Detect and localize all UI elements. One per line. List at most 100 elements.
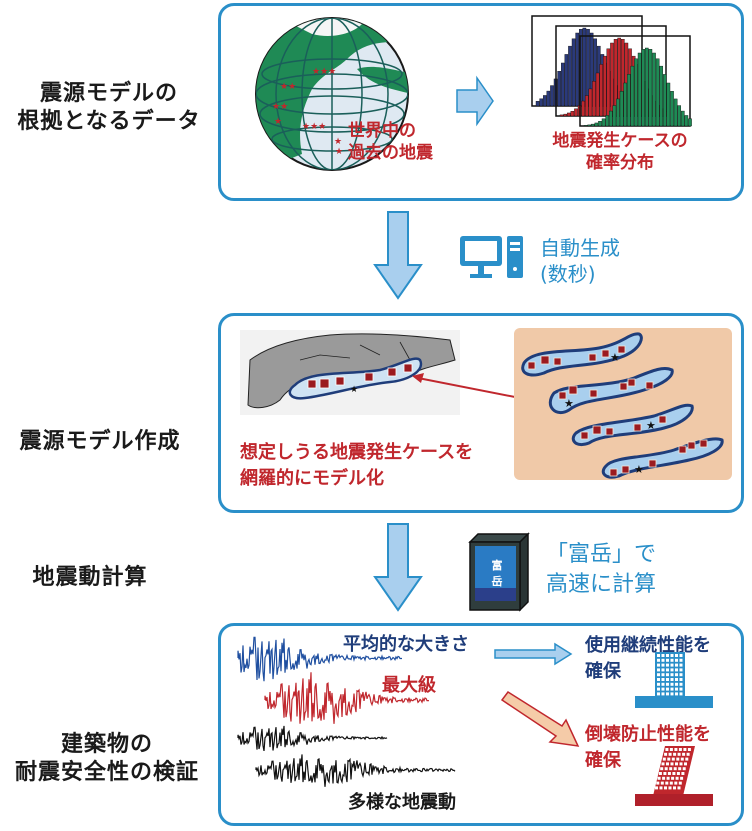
caption-line: 世界中の xyxy=(348,121,416,141)
svg-text:★: ★ xyxy=(610,351,620,364)
window xyxy=(661,682,665,686)
window xyxy=(679,654,683,657)
text-line: 確保 xyxy=(585,750,621,771)
window xyxy=(665,748,669,751)
window xyxy=(681,772,685,775)
waveform xyxy=(264,672,430,724)
window xyxy=(679,663,683,667)
histogram-bar xyxy=(601,118,606,127)
svg-text:★: ★ xyxy=(634,463,644,476)
auto-generation-text: 自動生成 (数秒) xyxy=(540,235,620,287)
svg-text:★★★: ★★★ xyxy=(312,67,336,77)
window xyxy=(656,781,660,785)
window xyxy=(670,668,674,672)
window xyxy=(680,776,684,780)
histogram-green xyxy=(583,47,692,127)
window xyxy=(657,776,661,780)
label-char: 富 xyxy=(491,559,503,572)
waveform xyxy=(237,636,403,682)
window xyxy=(661,663,665,667)
window xyxy=(666,678,669,681)
text-line: (数秒) xyxy=(540,262,596,286)
histogram-bar xyxy=(546,90,551,107)
window xyxy=(670,682,674,686)
epicenter-stars: ★★★★ xyxy=(564,351,656,476)
window xyxy=(657,654,660,657)
window xyxy=(675,658,678,662)
window xyxy=(666,668,669,672)
histogram-bar xyxy=(612,105,617,127)
window xyxy=(662,776,666,780)
window xyxy=(679,673,683,677)
histogram-bar xyxy=(592,81,596,117)
window xyxy=(661,654,665,657)
window xyxy=(668,786,672,790)
window xyxy=(685,757,689,761)
window xyxy=(661,692,665,696)
histogram-bar xyxy=(575,32,579,107)
window xyxy=(666,776,670,780)
svg-text:★: ★ xyxy=(274,117,282,127)
histogram-bar xyxy=(670,91,674,127)
step-label-line: 震源モデルの xyxy=(39,81,178,106)
window xyxy=(679,692,683,696)
window xyxy=(671,757,675,761)
histogram-bar xyxy=(571,38,576,107)
histogram-bar xyxy=(673,98,678,127)
histogram-bar xyxy=(606,48,611,117)
window xyxy=(675,687,678,691)
fugaku-computation-text: 「富岳」で 高速に計算 xyxy=(546,540,656,600)
window xyxy=(666,682,669,686)
window xyxy=(666,673,669,677)
probability-histograms xyxy=(531,15,692,127)
window xyxy=(675,663,678,667)
window xyxy=(664,786,667,790)
waveform xyxy=(237,725,388,752)
window xyxy=(670,663,674,667)
step-label-line: 建築物の xyxy=(60,732,153,757)
wave-diverse-label: 多様な地震動 xyxy=(348,792,456,813)
caption-line: 地震発生ケースの xyxy=(552,131,688,151)
histogram-bar xyxy=(605,115,609,127)
window xyxy=(670,654,674,657)
globe-illustration: ★★★ ★★ ★★ ★ ★★★ ★ ★ xyxy=(255,17,409,171)
histogram-bar xyxy=(677,105,682,127)
histogram-bar xyxy=(563,113,567,117)
step-label-building-verification: 建築物の 耐震安全性の検証 xyxy=(0,731,214,787)
window xyxy=(657,663,660,667)
caption-line: 想定しうる地震発生ケースを xyxy=(240,442,474,463)
histogram-bar xyxy=(602,55,607,117)
histogram-bar xyxy=(598,121,602,127)
window xyxy=(682,767,686,771)
window xyxy=(655,786,658,790)
histogram-bar xyxy=(585,95,589,117)
histogram-bar xyxy=(655,58,660,127)
window xyxy=(662,757,666,761)
window xyxy=(675,762,678,766)
caption-line: 網羅的にモデル化 xyxy=(240,468,384,489)
window xyxy=(673,767,677,771)
arrow-to-serviceability xyxy=(494,642,573,666)
window xyxy=(669,781,673,785)
window xyxy=(675,673,678,677)
histogram-bar xyxy=(550,85,554,107)
window xyxy=(675,668,678,672)
caption-line: 過去の地震 xyxy=(348,143,433,163)
window xyxy=(660,781,664,785)
window xyxy=(675,776,679,780)
caption-line: 確率分布 xyxy=(586,153,654,173)
window xyxy=(675,692,678,696)
histogram-bar xyxy=(666,82,671,127)
window xyxy=(666,663,669,667)
window xyxy=(683,748,687,751)
window xyxy=(687,748,691,751)
histogram-bar xyxy=(591,123,595,127)
earthquake-star-markers: ★★★ ★★ ★★ ★ ★★★ ★ ★ xyxy=(272,67,343,157)
window xyxy=(666,762,669,766)
histogram-bar xyxy=(583,125,588,127)
svg-text:★★: ★★ xyxy=(272,102,288,112)
window xyxy=(675,654,678,657)
wave-max-label: 最大級 xyxy=(382,675,436,696)
window xyxy=(663,772,667,775)
window xyxy=(666,658,669,662)
